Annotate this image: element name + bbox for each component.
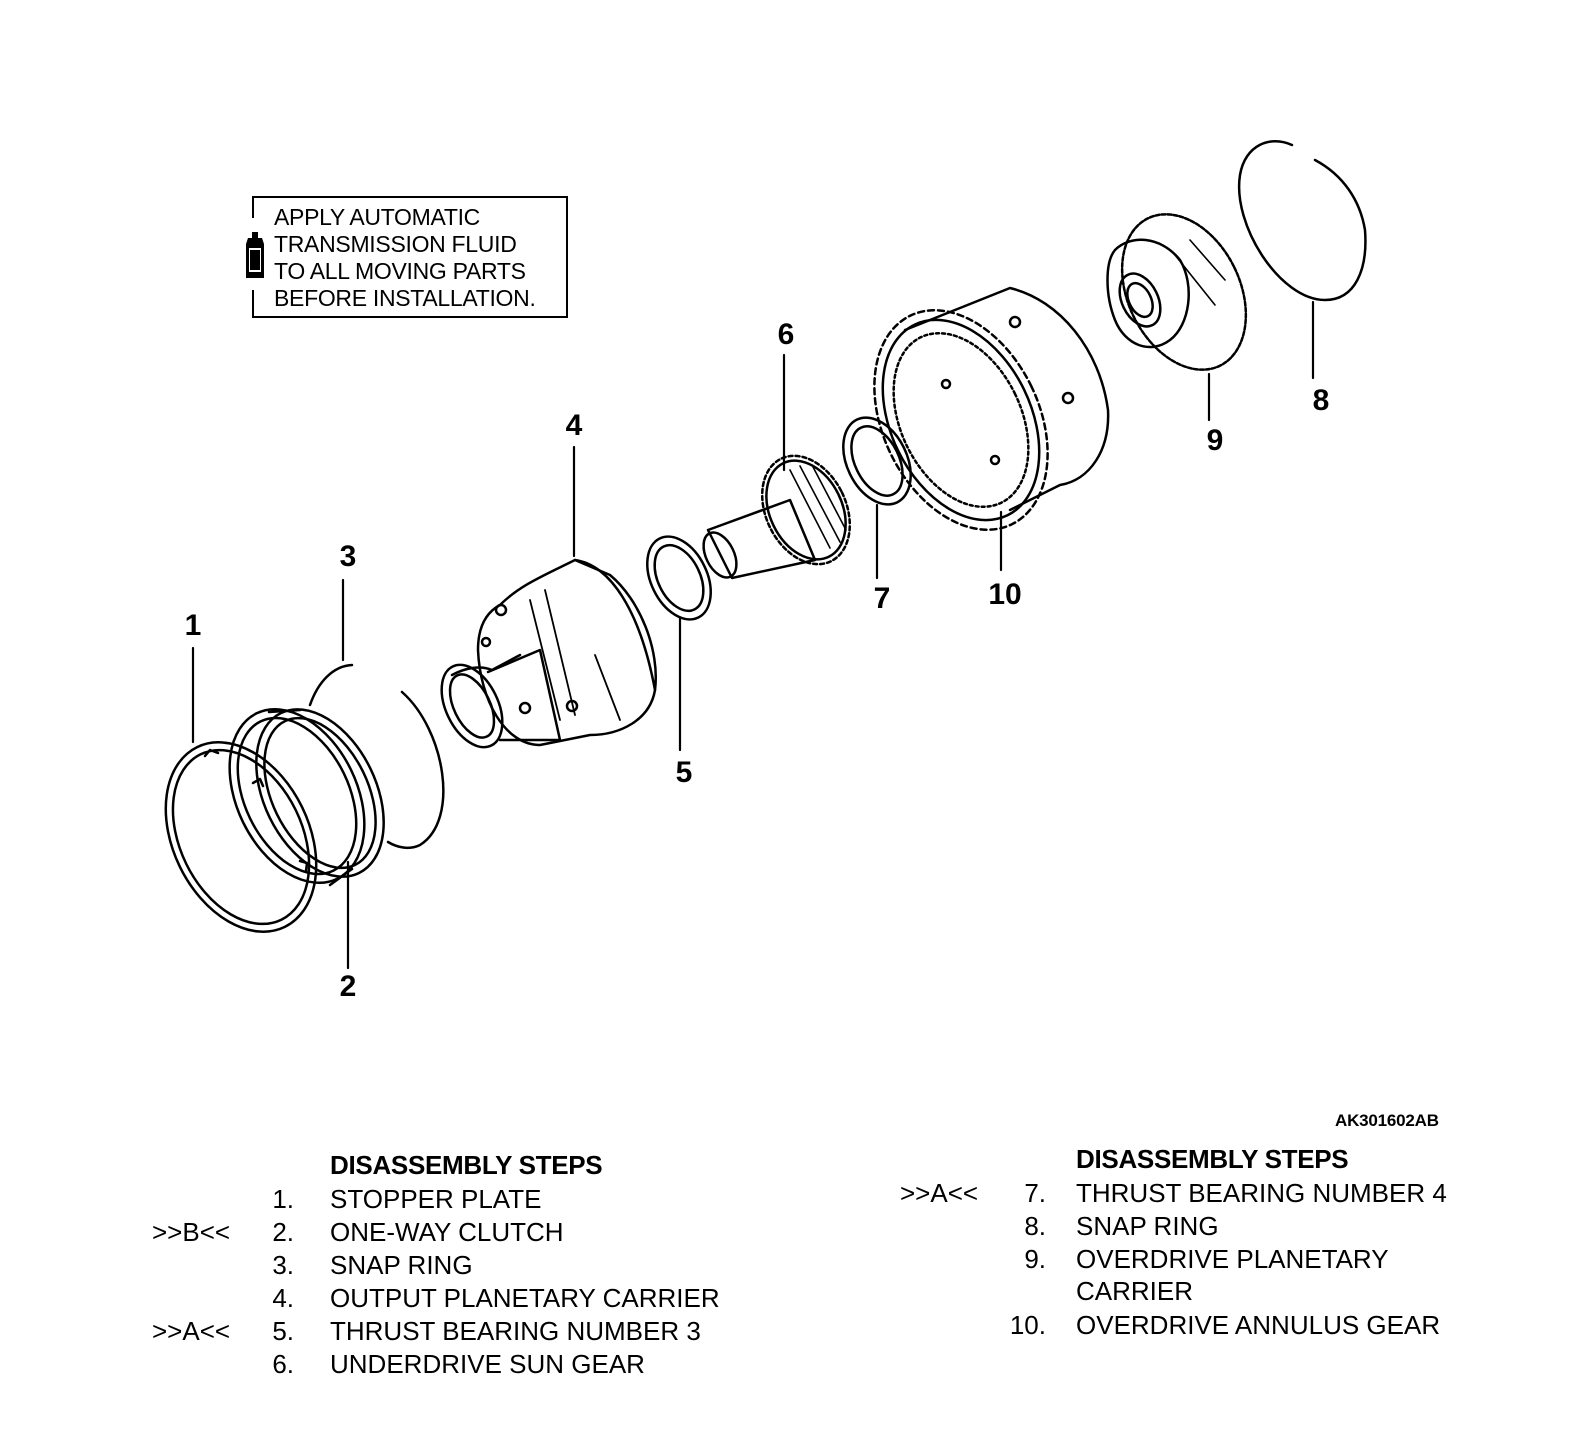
callout-2: 2 <box>339 970 357 1003</box>
step-number: 8. <box>1024 1211 1046 1241</box>
step-label-continued: CARRIER <box>1076 1276 1194 1306</box>
oil-bottle-icon <box>242 218 268 290</box>
step-label: THRUST BEARING NUMBER 3 <box>330 1316 701 1346</box>
callout-3: 3 <box>339 540 357 573</box>
step-number: 6. <box>272 1349 294 1379</box>
callout-9: 9 <box>1206 424 1224 457</box>
callout-4: 4 <box>565 409 583 442</box>
step-number: 1. <box>272 1184 294 1214</box>
part-stopper-plate <box>164 741 318 933</box>
callout-5: 5 <box>675 756 693 789</box>
step-mark: >>A<< <box>152 1316 231 1346</box>
step-label: OUTPUT PLANETARY CARRIER <box>330 1283 720 1313</box>
part-snap-ring-3 <box>308 663 445 850</box>
step-label: SNAP RING <box>330 1250 473 1280</box>
callout-10: 10 <box>988 578 1022 611</box>
part-overdrive-planetary-carrier <box>1106 213 1248 371</box>
step-number: 9. <box>1024 1244 1046 1274</box>
step-number: 4. <box>272 1283 294 1313</box>
part-one-way-clutch <box>228 707 385 887</box>
step-number: 10. <box>1009 1310 1046 1340</box>
note-line: TO ALL MOVING PARTS <box>274 258 526 284</box>
step-label: THRUST BEARING NUMBER 4 <box>1076 1178 1447 1208</box>
callout-8: 8 <box>1312 384 1330 417</box>
step-label: ONE-WAY CLUTCH <box>330 1217 564 1247</box>
figure-code: AK301602AB <box>1335 1111 1439 1130</box>
part-thrust-bearing-4 <box>842 416 912 506</box>
step-number: 7. <box>1024 1178 1046 1208</box>
right-steps-title: DISASSEMBLY STEPS <box>1076 1144 1349 1174</box>
step-mark: >>B<< <box>152 1217 231 1247</box>
step-number: 5. <box>272 1316 294 1346</box>
callout-1: 1 <box>184 609 202 642</box>
note-line: BEFORE INSTALLATION. <box>274 285 536 311</box>
fluid-note-text: APPLY AUTOMATIC TRANSMISSION FLUID TO AL… <box>274 204 536 312</box>
note-line: TRANSMISSION FLUID <box>274 231 517 257</box>
callout-6: 6 <box>777 318 795 351</box>
step-mark: >>A<< <box>900 1178 979 1208</box>
part-overdrive-annulus-gear <box>873 286 1110 531</box>
step-label: UNDERDRIVE SUN GEAR <box>330 1349 645 1379</box>
step-number: 2. <box>272 1217 294 1247</box>
part-underdrive-sun-gear <box>702 454 852 580</box>
note-line: APPLY AUTOMATIC <box>274 204 480 230</box>
step-number: 3. <box>272 1250 294 1280</box>
leader-lines <box>191 300 1315 970</box>
part-thrust-bearing-3 <box>646 535 712 621</box>
step-label: OVERDRIVE PLANETARY <box>1076 1244 1389 1274</box>
part-snap-ring-8 <box>1237 140 1367 302</box>
step-label: STOPPER PLATE <box>330 1184 542 1214</box>
left-steps-title: DISASSEMBLY STEPS <box>330 1150 603 1180</box>
step-label: OVERDRIVE ANNULUS GEAR <box>1076 1310 1441 1340</box>
part-output-planetary-carrier <box>440 558 657 749</box>
fluid-note-box: APPLY AUTOMATIC TRANSMISSION FLUID TO AL… <box>242 196 568 318</box>
step-label: SNAP RING <box>1076 1211 1219 1241</box>
callout-7: 7 <box>873 582 891 615</box>
